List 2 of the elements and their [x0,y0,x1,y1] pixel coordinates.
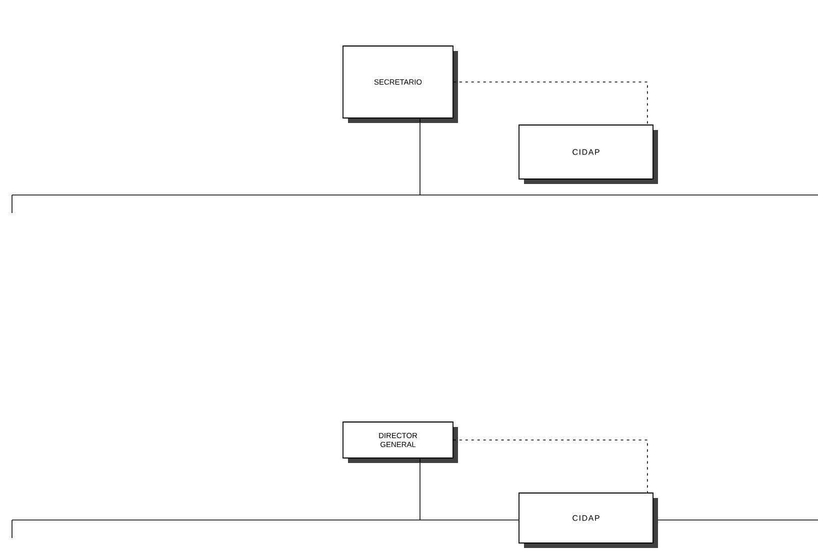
dotted-connector [453,82,648,125]
dotted-connector [453,440,648,493]
